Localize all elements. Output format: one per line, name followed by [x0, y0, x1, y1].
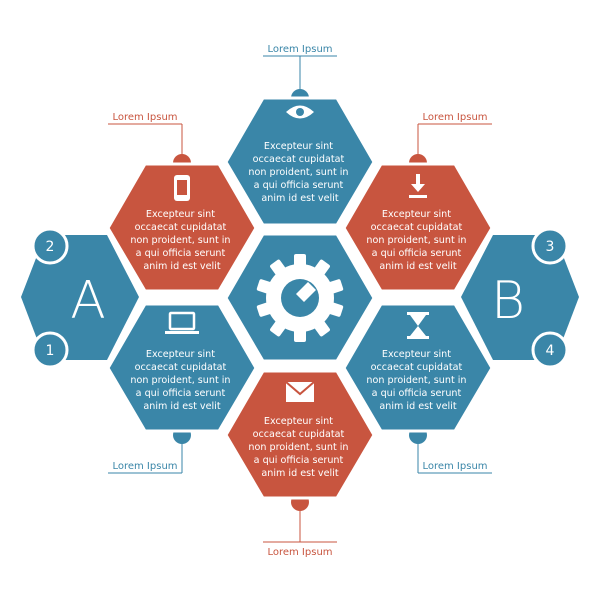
letter-a: A — [70, 271, 106, 331]
side-hex-b: 3 4 B — [461, 227, 579, 369]
label-bottom: Lorem Ipsum — [267, 547, 332, 558]
hex-lower-right-text: Excepteur sint occaecat cupidatat non pr… — [366, 349, 469, 412]
connector-top-right: Lorem Ipsum — [417, 112, 492, 160]
hex-upper-right: Excepteur sint occaecat cupidatat non pr… — [342, 162, 494, 293]
hex-lower-left: Excepteur sint occaecat cupidatat non pr… — [106, 302, 258, 433]
phone-icon — [174, 175, 190, 201]
envelope-icon — [285, 381, 315, 402]
connector-bottom-left: Lorem Ipsum — [108, 438, 183, 474]
label-top: Lorem Ipsum — [267, 44, 332, 55]
hex-lower-left-text: Excepteur sint occaecat cupidatat non pr… — [130, 349, 233, 412]
download-icon — [409, 174, 427, 198]
gear-icon — [256, 254, 344, 342]
number-1: 1 — [46, 343, 55, 359]
connector-top-left: Lorem Ipsum — [108, 112, 183, 160]
label-bottom-right: Lorem Ipsum — [422, 461, 487, 472]
side-hex-a: 2 1 A — [21, 227, 139, 369]
label-top-right: Lorem Ipsum — [422, 112, 487, 123]
hex-top-text: Excepteur sint occaecat cupidatat non pr… — [248, 141, 351, 204]
hex-upper-left-text: Excepteur sint occaecat cupidatat non pr… — [130, 209, 233, 272]
label-top-left: Lorem Ipsum — [112, 112, 177, 123]
hourglass-icon — [407, 312, 429, 339]
hex-upper-left: Excepteur sint occaecat cupidatat non pr… — [106, 162, 258, 293]
hex-lower-right: Excepteur sint occaecat cupidatat non pr… — [342, 302, 494, 433]
laptop-icon — [165, 311, 199, 334]
connector-bottom: Lorem Ipsum — [263, 505, 337, 558]
hex-bottom-text: Excepteur sint occaecat cupidatat non pr… — [248, 416, 351, 479]
number-3: 3 — [546, 239, 555, 255]
connector-top: Lorem Ipsum — [263, 44, 337, 96]
number-2: 2 — [46, 239, 55, 255]
hex-upper-right-text: Excepteur sint occaecat cupidatat non pr… — [366, 209, 469, 272]
label-bottom-left: Lorem Ipsum — [112, 461, 177, 472]
hex-center — [224, 232, 376, 363]
letter-b: B — [491, 271, 525, 331]
eye-icon — [286, 105, 314, 119]
connector-bottom-right: Lorem Ipsum — [417, 438, 492, 474]
hex-bottom: Excepteur sint occaecat cupidatat non pr… — [224, 369, 376, 500]
hex-top: Excepteur sint occaecat cupidatat non pr… — [224, 96, 376, 227]
number-4: 4 — [546, 343, 555, 359]
